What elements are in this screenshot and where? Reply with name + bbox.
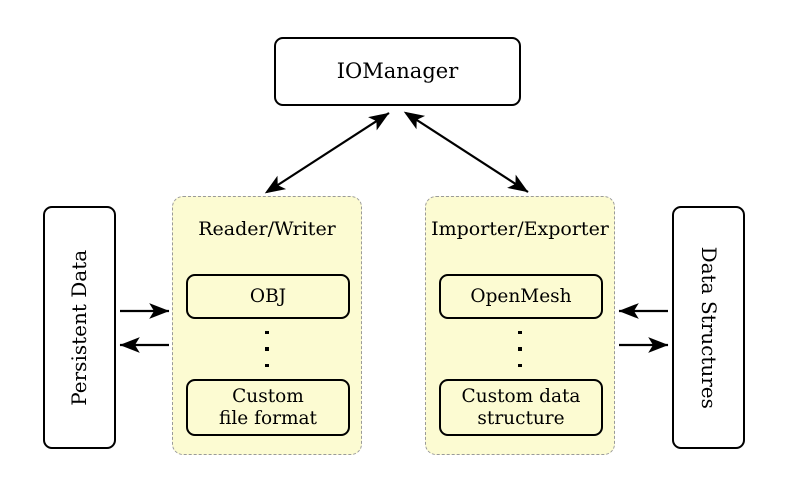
io-manager-label: IOManager bbox=[336, 59, 459, 84]
data-structures-label: Data Structures bbox=[697, 246, 722, 409]
panel-importer-exporter-title: Importer/Exporter bbox=[431, 218, 609, 240]
importer-exporter-ellipsis-icon bbox=[426, 331, 614, 367]
data-structures-node: Data Structures bbox=[672, 206, 745, 449]
importer-exporter-item-openmesh-label: OpenMesh bbox=[470, 285, 572, 307]
panel-reader-writer: Reader/Writer OBJ Custom file format bbox=[172, 196, 362, 455]
importer-exporter-item-custom-data-structure: Custom data structure bbox=[439, 379, 603, 436]
persistent-data-node: Persistent Data bbox=[43, 206, 116, 449]
reader-writer-item-custom-file-format-label: Custom file format bbox=[219, 385, 317, 429]
importer-exporter-item-custom-data-structure-label: Custom data structure bbox=[461, 385, 581, 429]
reader-writer-ellipsis-icon bbox=[173, 331, 361, 367]
io-manager-node: IOManager bbox=[274, 37, 521, 106]
panel-importer-exporter: Importer/Exporter OpenMesh Custom data s… bbox=[425, 196, 615, 455]
arrow-iomanager-importer-exporter bbox=[403, 111, 529, 193]
panel-reader-writer-title: Reader/Writer bbox=[198, 218, 336, 240]
arrow-iomanager-reader-writer bbox=[264, 112, 390, 194]
persistent-data-label: Persistent Data bbox=[66, 249, 91, 406]
importer-exporter-item-openmesh: OpenMesh bbox=[439, 274, 603, 319]
reader-writer-item-custom-file-format: Custom file format bbox=[186, 379, 350, 436]
reader-writer-item-obj: OBJ bbox=[186, 274, 350, 319]
reader-writer-item-obj-label: OBJ bbox=[249, 285, 287, 307]
